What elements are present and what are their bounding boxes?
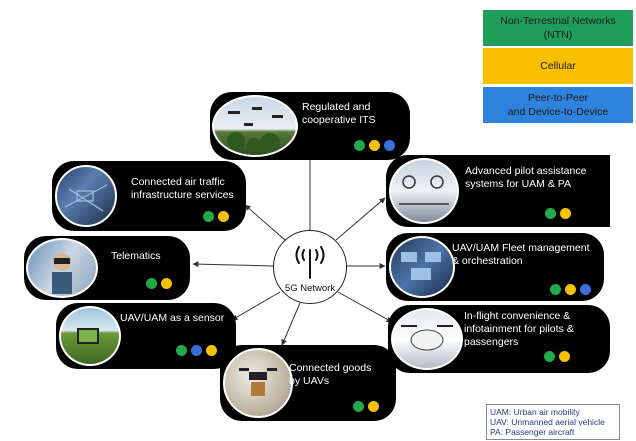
node-uav-sensor-dots	[176, 345, 217, 356]
ntn-dot	[545, 208, 556, 219]
node-fleet-management-label: UAV/UAM Fleet management & orchestration	[452, 242, 590, 267]
p2p-dot	[191, 345, 202, 356]
ntn-dot	[203, 211, 214, 222]
arrow-to-air-traffic	[244, 204, 286, 241]
node-pilot-assistance: Advanced pilot assistance systems for UA…	[386, 155, 610, 227]
delivery-drone-image	[223, 348, 293, 418]
abbr-uav: UAV: Unmanned aerial vehicle	[490, 417, 605, 427]
node-inflight-label: In-flight convenience & infotainment for…	[464, 310, 574, 348]
cellular-dot	[560, 208, 571, 219]
node-connected-goods: Connected goods by UAVs	[220, 345, 396, 421]
arrow-to-inflight	[337, 291, 393, 323]
node-regulated-its: Regulated and cooperative ITS	[210, 92, 410, 160]
cellular-dot	[368, 401, 379, 412]
node-telematics-label: Telematics	[111, 250, 161, 262]
legend-cellular: Cellular	[483, 48, 633, 84]
ntn-dot	[146, 278, 157, 289]
node-telematics: Telematics	[24, 236, 190, 300]
antenna-icon	[295, 246, 325, 279]
ntn-dot	[354, 140, 365, 151]
p2p-dot	[384, 140, 395, 151]
arrow-to-goods	[281, 302, 301, 346]
passenger-drone-image	[391, 308, 463, 370]
ntn-dot	[550, 284, 561, 295]
arrow-to-sensor	[231, 291, 281, 321]
ntn-dot	[353, 401, 364, 412]
node-air-traffic-dots	[203, 211, 229, 222]
node-air-traffic: Connected air traffic infrastructure ser…	[52, 161, 246, 231]
node-pilot-assistance-dots	[545, 208, 571, 219]
vr-headset-user-image	[26, 238, 98, 298]
cellular-dot	[559, 351, 570, 362]
cellular-dot	[218, 211, 229, 222]
legend-ntn: Non-Terrestrial Networks (NTN)	[483, 10, 633, 46]
air-traffic-control-image	[55, 165, 117, 227]
abbr-pa: PA: Passenger aircraft	[490, 427, 575, 437]
legend-p2p-label: Peer-to-Peer and Device-to-Device	[507, 92, 609, 118]
cellular-dot	[206, 345, 217, 356]
ntn-dot	[544, 351, 555, 362]
cockpit-image	[389, 158, 459, 224]
drones-over-trees-image	[212, 95, 298, 157]
node-inflight-dots	[544, 351, 570, 362]
arrow-to-telematics	[192, 261, 274, 268]
node-uav-sensor: UAV/UAM as a sensor	[56, 303, 236, 369]
ntn-dot	[176, 345, 187, 356]
node-pilot-assistance-label: Advanced pilot assistance systems for UA…	[465, 165, 587, 190]
legend-p2p: Peer-to-Peer and Device-to-Device	[483, 87, 633, 123]
node-connected-goods-label: Connected goods by UAVs	[289, 362, 372, 387]
5g-network-hub: 5G Network	[273, 230, 347, 304]
node-air-traffic-label: Connected air traffic infrastructure ser…	[131, 176, 234, 201]
node-inflight: In-flight convenience & infotainment for…	[388, 305, 610, 373]
cellular-dot	[369, 140, 380, 151]
node-telematics-dots	[146, 278, 172, 289]
cellular-dot	[161, 278, 172, 289]
abbr-uam: UAM: Urban air mobility	[490, 407, 580, 417]
node-regulated-its-label: Regulated and cooperative ITS	[302, 101, 376, 126]
node-regulated-its-dots	[354, 140, 395, 151]
cellular-dot	[565, 284, 576, 295]
node-fleet-management: UAV/UAM Fleet management & orchestration	[386, 233, 604, 301]
node-connected-goods-dots	[353, 401, 379, 412]
node-fleet-management-dots	[550, 284, 591, 295]
legend-ntn-label: Non-Terrestrial Networks (NTN)	[500, 15, 616, 41]
tablet-field-image	[59, 306, 121, 366]
control-room-image	[389, 236, 455, 298]
arrow-to-pilot-assist	[335, 197, 386, 241]
abbreviations-box: UAM: Urban air mobility UAV: Unmanned ae…	[486, 404, 620, 440]
legend-cellular-label: Cellular	[540, 60, 576, 72]
node-uav-sensor-label: UAV/UAM as a sensor	[120, 312, 225, 324]
hub-label: 5G Network	[284, 283, 336, 294]
p2p-dot	[580, 284, 591, 295]
